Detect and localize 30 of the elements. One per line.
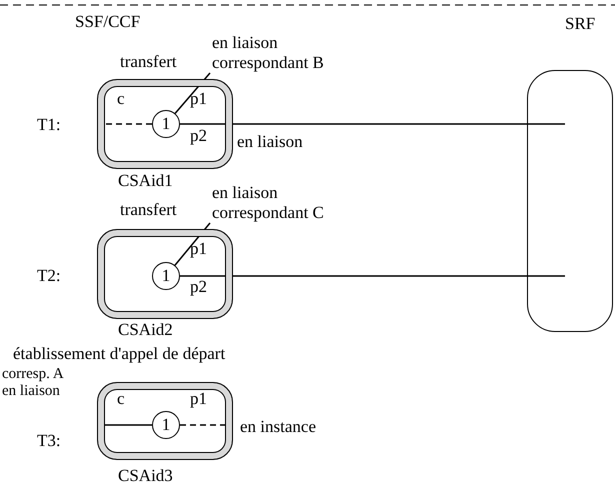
id-label: CSAid2 [118,320,173,340]
text-label: SSF/CCF [75,12,140,32]
connector-line [105,123,152,125]
text-label: T2: [37,266,61,286]
port-label: c [117,89,125,109]
heading-label: SRF [565,14,596,34]
port-label: p1 [190,389,207,409]
connector-line [180,275,565,277]
heading-label: établissement d'appel de départ [13,344,226,364]
connector-line [174,222,211,266]
port-label: p2 [190,277,207,297]
connector-line [174,72,211,114]
id-label: CSAid1 [118,171,173,191]
connector-line [180,424,225,426]
heading-label: transfert [120,52,177,72]
connector-line [180,123,565,125]
text-label: T1: [37,115,61,135]
circle-node: 1 [152,262,180,290]
port-label: p1 [190,89,207,109]
id-label: CSAid3 [118,466,173,486]
circle-node: 1 [152,110,180,138]
circle-node: 1 [152,411,180,439]
text-label: T3: [37,431,61,451]
state-label: en liaison correspondant B [212,33,362,72]
connector-line [105,424,152,426]
port-label: p1 [190,239,207,259]
port-label: c [117,389,125,409]
heading-label: transfert [120,200,177,220]
state-label: en liaison correspondant C [212,183,362,222]
port-label: p2 [190,126,207,146]
